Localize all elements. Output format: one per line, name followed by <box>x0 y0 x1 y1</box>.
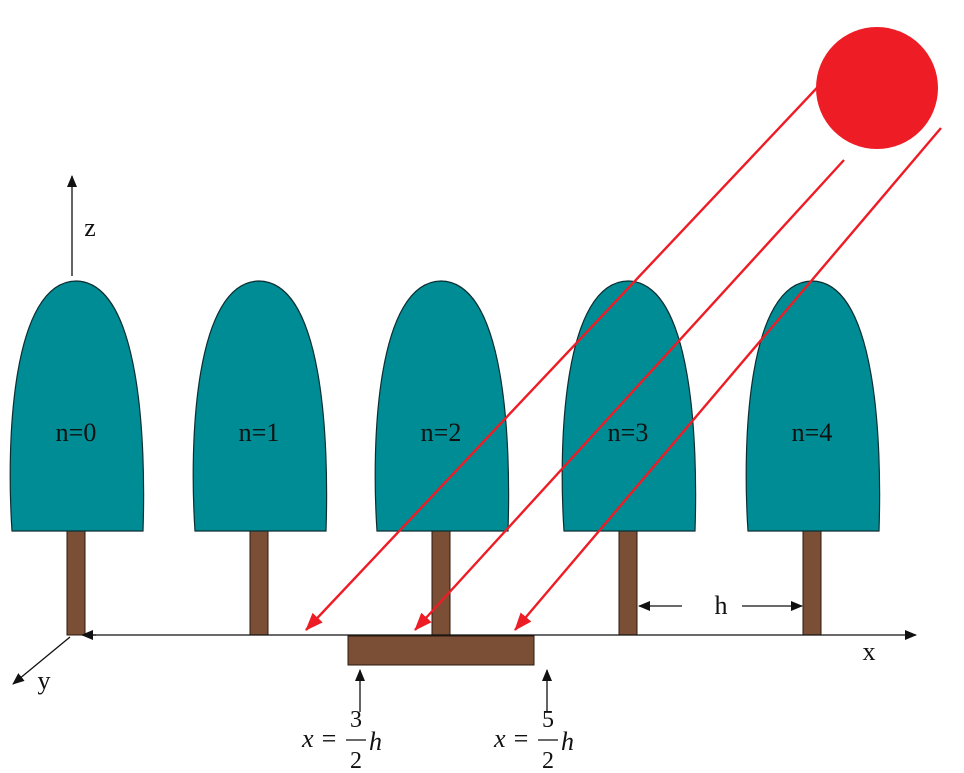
shaded-strip <box>347 635 535 666</box>
x-axis-label: x <box>863 637 876 666</box>
trunk-n4 <box>802 530 822 636</box>
canopy-n2 <box>374 280 510 532</box>
formula-left-denominator: 2 <box>350 748 362 773</box>
canopy-n0 <box>9 280 145 532</box>
canopy-n3 <box>561 280 697 532</box>
canopy-n4 <box>745 280 881 532</box>
formula-right-var: h <box>561 727 574 756</box>
tree-canopies <box>9 280 881 532</box>
formula-left: x = 3 2 h <box>301 707 382 773</box>
formula-left-lhs: x = <box>301 724 338 753</box>
formula-left-numerator: 3 <box>350 707 362 733</box>
y-axis-label: y <box>38 666 51 695</box>
formula-right-lhs: x = <box>493 724 530 753</box>
formula-left-var: h <box>369 727 382 756</box>
formula-right: x = 5 2 h <box>493 707 574 773</box>
sun-ray-3 <box>514 127 942 631</box>
trunk-n0 <box>66 530 86 636</box>
z-axis-label: z <box>84 213 96 242</box>
formula-right-numerator: 5 <box>542 707 554 733</box>
y-axis <box>12 636 71 685</box>
sun-icon <box>816 27 938 149</box>
sun-ray-2 <box>414 159 845 631</box>
tree-label-n0: n=0 <box>56 418 97 447</box>
sun-rays <box>305 73 942 631</box>
trunk-n2 <box>431 530 451 636</box>
tree-label-n4: n=4 <box>792 418 833 447</box>
trunk-n3 <box>618 530 638 636</box>
formula-right-denominator: 2 <box>542 748 554 773</box>
canopy-n1 <box>192 280 328 532</box>
trunk-n1 <box>249 530 269 636</box>
tree-label-n2: n=2 <box>421 418 462 447</box>
sun-ray-1 <box>305 73 831 631</box>
spacing-label: h <box>715 591 728 620</box>
tree-trunks <box>66 530 822 636</box>
tree-label-n1: n=1 <box>239 418 280 447</box>
tree-label-n3: n=3 <box>608 418 649 447</box>
